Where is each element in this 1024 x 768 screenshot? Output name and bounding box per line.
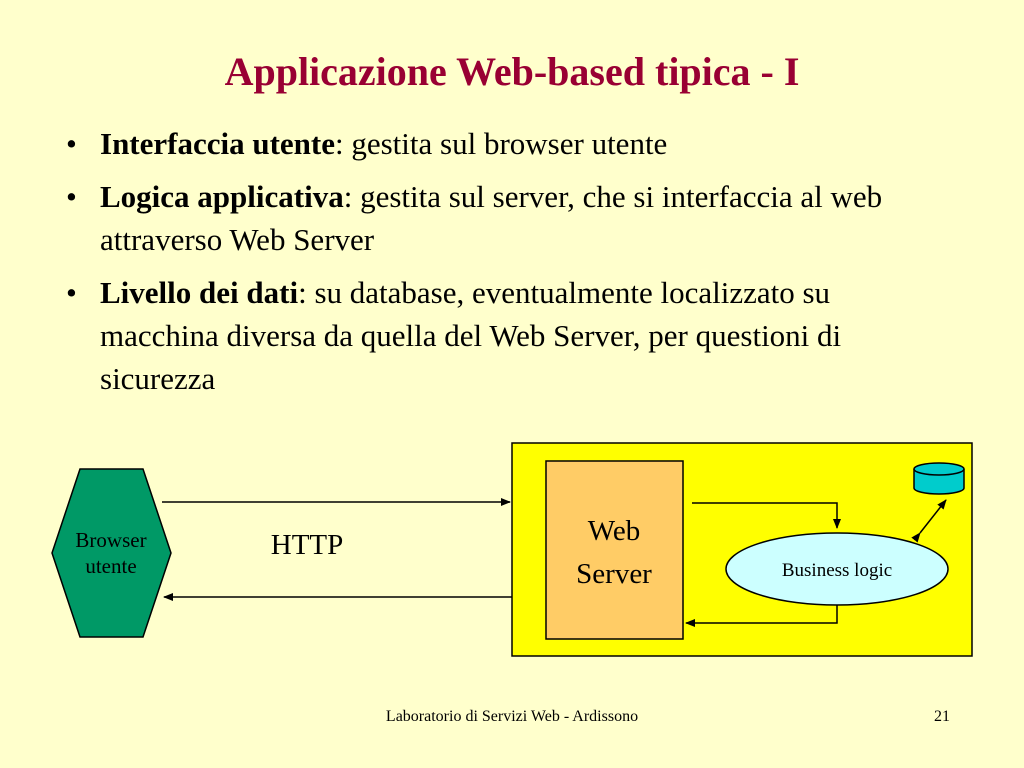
browser-label-line2: utente — [85, 554, 136, 578]
bullet-item: Logica applicativa: gestita sul server, … — [66, 175, 946, 261]
bullet-item: Interfaccia utente: gestita sul browser … — [66, 122, 946, 165]
business-logic-ellipse — [725, 532, 949, 606]
browser-label: Browser — [75, 528, 146, 552]
page-number: 21 — [934, 708, 950, 725]
logic-to-server-arrow — [685, 604, 838, 627]
browser-hexagon — [51, 468, 172, 638]
http-label: HTTP — [271, 529, 344, 561]
database-link-arrow — [911, 499, 947, 543]
bullet-list: Interfaccia utente: gestita sul browser … — [66, 122, 946, 410]
server-to-logic-arrow — [692, 502, 841, 529]
bullet-item: Livello dei dati: su database, eventualm… — [66, 271, 946, 400]
slide-title: Applicazione Web-based tipica - I — [224, 49, 800, 94]
bullet-text: : gestita sul server, che si interfaccia… — [100, 179, 883, 257]
footer-text: Laboratorio di Servizi Web - Ardissono — [385, 708, 639, 725]
web-server-box — [545, 460, 684, 640]
bullet-term: Interfaccia utente — [100, 126, 335, 161]
bullet-term: Livello dei dati — [100, 275, 299, 310]
business-logic-label: Business logic — [782, 560, 892, 581]
bullet-text: : gestita sul browser utente — [335, 126, 668, 161]
web-server-label: Web — [588, 515, 640, 547]
bullet-term: Logica applicativa — [100, 179, 344, 214]
web-server-label-line2: Server — [576, 558, 652, 590]
bullet-text: : su database, eventualmente localizzato… — [100, 275, 842, 396]
database-icon — [913, 462, 965, 495]
